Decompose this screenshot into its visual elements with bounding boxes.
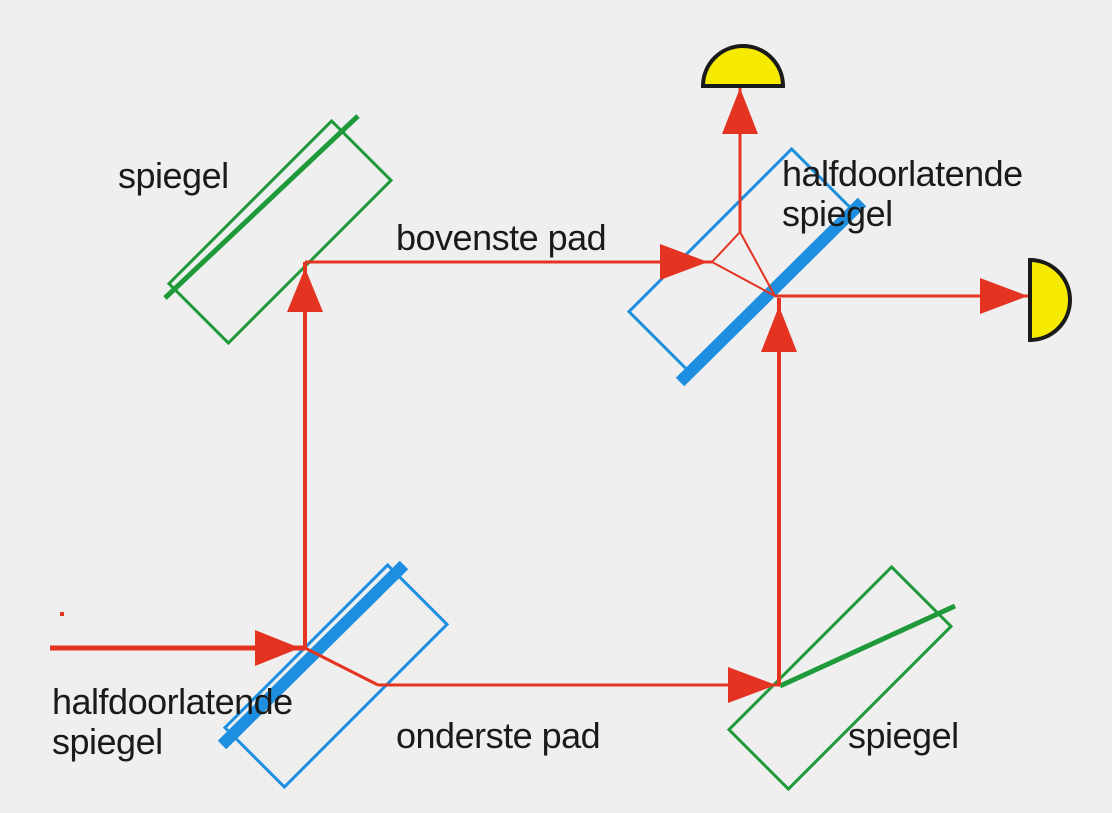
laser-beams [50,88,1030,703]
label-beamsplitter-top-line2: spiegel [782,193,893,234]
label-beamsplitter-bottom-line2: spiegel [52,721,163,762]
beamsplitter-top [626,146,867,387]
label-upper-path: bovenste pad [396,217,607,258]
label-beamsplitter-bottom-line1: halfdoorlatende [52,681,293,722]
label-mirror-top-left: spiegel [118,155,229,196]
mirror-bottom-right [726,564,957,792]
label-beamsplitter-top: halfdoorlatende spiegel [782,154,1023,234]
label-lower-path: onderste pad [396,715,601,756]
label-mirror-bottom-right: spiegel [848,715,959,756]
detector-right [1028,257,1072,343]
detector-top [700,44,786,88]
label-beamsplitter-top-line1: halfdoorlatende [782,153,1023,194]
mirror-top-left [163,114,394,346]
label-beamsplitter-bottom: halfdoorlatende spiegel [52,682,293,762]
